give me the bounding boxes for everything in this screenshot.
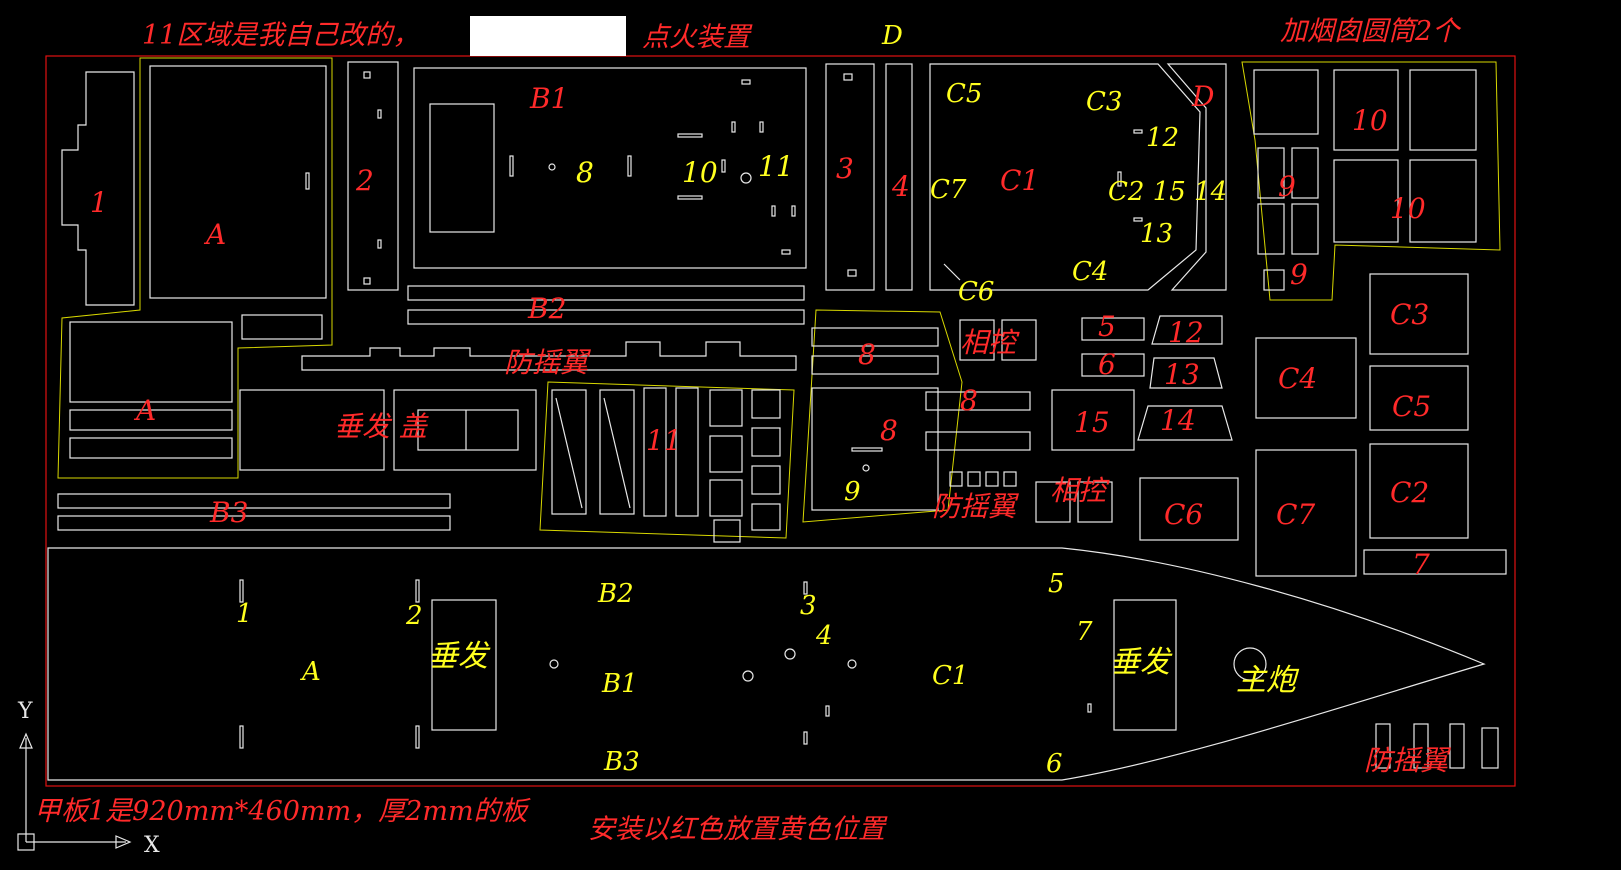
label-A: A <box>203 218 226 251</box>
ylabel-C4: C4 <box>1072 257 1108 287</box>
label-xiangkong-1: 相控 <box>960 326 1020 359</box>
part-B1 <box>413 67 807 269</box>
label-8b: 8 <box>960 384 978 417</box>
ylabel-11: 11 <box>758 150 794 183</box>
ylabel-C5: C5 <box>946 79 982 109</box>
deck-label-B1: B1 <box>601 669 638 699</box>
label-15: 15 <box>1074 406 1110 439</box>
deck-label-4: 4 <box>815 621 833 651</box>
label-fangyao-3: 防摇翼 <box>1364 744 1451 777</box>
ylabel-9: 9 <box>844 477 861 507</box>
part-A-panel <box>149 65 327 299</box>
label-10b: 10 <box>1390 192 1426 225</box>
label-fangyao-2: 防摇翼 <box>932 490 1019 523</box>
label-6: 6 <box>1098 348 1116 381</box>
label-C7: C7 <box>1276 498 1315 531</box>
part-2 <box>347 61 399 291</box>
label-12: 12 <box>1168 316 1204 349</box>
part-C1 <box>929 63 1227 291</box>
deck-label-5: 5 <box>1048 569 1065 599</box>
deck-label-B2: B2 <box>597 579 634 609</box>
part-A2-panel <box>69 321 233 403</box>
ylabel-C7: C7 <box>930 175 967 205</box>
label-chuifa-gai: 垂发 盖 <box>334 410 429 443</box>
deck-label-7: 7 <box>1076 617 1093 647</box>
part-8-group <box>811 319 1037 511</box>
axis-label-x: X <box>144 833 160 858</box>
part-1-outline <box>61 71 135 306</box>
deck-label-zhupao: 主炮 <box>1236 663 1300 698</box>
part-chuifa-gai <box>239 389 537 471</box>
note-top-left: 11区域是我自己改的， <box>142 20 419 51</box>
label-10a: 10 <box>1352 104 1388 137</box>
note-bottom-left: 甲板1是920mm*460mm，厚2mm的板 <box>34 796 532 827</box>
label-B2: B2 <box>527 292 566 325</box>
ucs-axis-icon <box>17 732 132 851</box>
ylabel-C2-15-14: C2 15 14 <box>1108 177 1227 207</box>
note-top-mid: 点火装置 <box>642 22 753 53</box>
label-8a: 8 <box>858 338 876 371</box>
label-2: 2 <box>355 164 374 197</box>
ylabel-13: 13 <box>1140 219 1173 249</box>
deck-label-C1: C1 <box>932 661 968 691</box>
deck-label-6: 6 <box>1046 749 1063 779</box>
deck-label-1: 1 <box>236 599 253 629</box>
ylabel-C6: C6 <box>958 277 994 307</box>
deck-label-A: A <box>300 657 321 687</box>
part-11-group <box>551 387 781 543</box>
part-B2-bars <box>301 285 805 371</box>
part-10-9 <box>1253 69 1477 291</box>
label-9a: 9 <box>1278 170 1296 203</box>
label-11: 11 <box>646 424 682 457</box>
label-C2: C2 <box>1390 476 1429 509</box>
ylabel-C3: C3 <box>1086 87 1122 117</box>
note-top-right: 加烟囱圆筒2个 <box>1280 16 1462 47</box>
sheet-border <box>45 55 1516 787</box>
label-B1: B1 <box>529 82 568 115</box>
label-9b: 9 <box>1290 258 1308 291</box>
deck-label-3: 3 <box>800 591 817 621</box>
part-3-4 <box>825 63 913 291</box>
deck-label-B3: B3 <box>603 747 640 777</box>
label-D: D <box>1191 80 1214 113</box>
axis-label-y: Y <box>17 699 33 724</box>
label-xiangkong-2: 相控 <box>1050 474 1110 507</box>
label-13: 13 <box>1164 358 1200 391</box>
label-14: 14 <box>1160 404 1196 437</box>
label-A2: A <box>133 394 156 427</box>
ylabel-D: D <box>881 21 903 51</box>
label-C1: C1 <box>1000 164 1039 197</box>
label-3: 3 <box>836 152 854 185</box>
deck-label-chuifa-2: 垂发 <box>1110 645 1173 680</box>
part-B3-bar1 <box>57 493 451 509</box>
deck-label-chuifa-1: 垂发 <box>428 639 491 674</box>
parts-right-middle <box>1035 273 1507 577</box>
note-bottom-mid: 安装以红色放置黄色位置 <box>588 814 888 845</box>
part-B3-bar2 <box>57 515 451 531</box>
label-C3: C3 <box>1390 298 1429 331</box>
deck-label-2: 2 <box>405 601 423 631</box>
redaction-mask <box>470 16 626 56</box>
deck-outline <box>47 547 1499 781</box>
label-fangyao-1: 防摇翼 <box>504 346 591 379</box>
label-C6: C6 <box>1164 498 1203 531</box>
label-C5: C5 <box>1392 390 1431 423</box>
label-B3: B3 <box>209 496 248 529</box>
label-8c: 8 <box>880 414 898 447</box>
label-C4: C4 <box>1278 362 1317 395</box>
label-4: 4 <box>891 170 910 203</box>
ylabel-12: 12 <box>1146 123 1179 153</box>
label-5: 5 <box>1098 310 1116 343</box>
parts-left <box>57 65 451 531</box>
ylabel-8: 8 <box>576 156 594 189</box>
ylabel-10: 10 <box>682 156 718 189</box>
label-1: 1 <box>90 186 108 219</box>
label-7: 7 <box>1412 548 1430 581</box>
